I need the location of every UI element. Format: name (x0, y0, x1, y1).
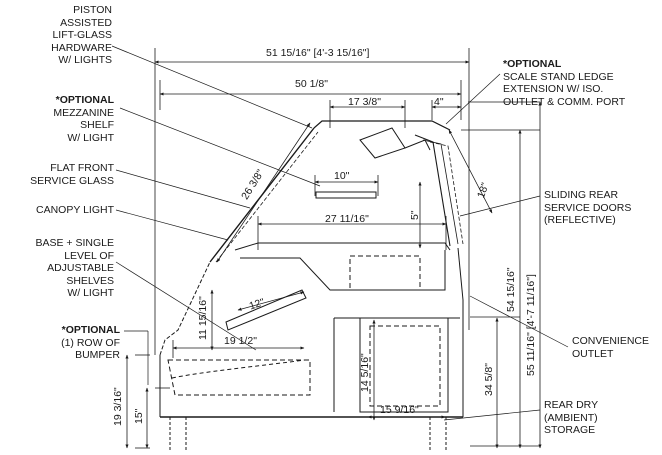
callout-line: STORAGE (544, 424, 596, 436)
callout-flat-front-glass: FLAT FRONT SERVICE GLASS (10, 162, 114, 187)
callout-title: *OPTIONAL (55, 94, 114, 106)
callout-line: SCALE STAND LEDGE (503, 70, 614, 83)
callout-line: W/ LIGHT (67, 131, 114, 144)
callout-line: LEVEL OF (64, 249, 114, 262)
dim-deck-27: 27 11/16" (325, 213, 369, 225)
dim-inner-width: 50 1/8" (295, 78, 328, 90)
callout-sliding-rear-doors: SLIDING REAR SERVICE DOORS (REFLECTIVE) (544, 189, 654, 227)
callout-base-shelves: BASE + SINGLE LEVEL OF ADJUSTABLE SHELVE… (20, 237, 115, 300)
dim-height-55: 55 11/16" [4'-7 11/16"] (525, 274, 537, 376)
callout-line: OUTLET (572, 347, 614, 360)
callout-line: LIFT-GLASS (52, 29, 112, 41)
callout-line: BASE + SINGLE (35, 237, 115, 249)
dim-storage-14: 14 5/16" (359, 353, 371, 392)
dim-mezz-5: 5" (409, 210, 421, 220)
callout-line: ADJUSTABLE (47, 262, 114, 274)
dim-height-34: 34 5/8" (483, 363, 495, 396)
dim-top-17: 17 3/8" (348, 96, 381, 108)
dim-height-19: 19 3/16" (112, 387, 124, 426)
dim-mezz-10: 10" (334, 170, 350, 182)
dim-height-54: 54 15/16" (505, 267, 517, 312)
callout-line: SLIDING REAR (544, 189, 619, 201)
callout-line: (1) ROW OF (61, 336, 120, 349)
callout-line: HARDWARE (51, 41, 112, 54)
callout-mezzanine-shelf: *OPTIONAL MEZZANINE SHELF W/ LIGHT (34, 94, 114, 144)
callout-line: FLAT FRONT (50, 162, 114, 174)
callout-line: ASSISTED (60, 16, 112, 29)
callout-piston-lift-glass: PISTON ASSISTED LIFT-GLASS HARDWARE W/ L… (46, 4, 112, 67)
callout-line: CONVENIENCE (572, 335, 650, 347)
callout-scale-stand-ledge: *OPTIONAL SCALE STAND LEDGE EXTENSION W/… (503, 58, 653, 108)
callout-title: *OPTIONAL (61, 324, 120, 336)
callout-bumper: *OPTIONAL (1) ROW OF BUMPER (20, 324, 120, 362)
callout-line: PISTON (73, 4, 112, 16)
callout-line: W/ LIGHTS (58, 54, 112, 66)
dim-overall-width: 51 15/16" [4'-3 15/16"] (266, 47, 370, 59)
dim-storage-15: 15 9/16" (380, 404, 419, 416)
callout-line: MEZZANINE (53, 106, 114, 119)
callout-line: EXTENSION W/ ISO. (503, 83, 604, 95)
callout-convenience-outlet: CONVENIENCE OUTLET (572, 335, 656, 360)
callout-rear-dry-storage: REAR DRY (AMBIENT) STORAGE (544, 399, 634, 437)
callout-line: W/ LIGHT (67, 287, 114, 299)
callout-line: REAR DRY (544, 399, 599, 411)
callout-canopy-light: CANOPY LIGHT (10, 204, 114, 217)
callout-title: *OPTIONAL (503, 58, 562, 70)
callout-line: SHELVES (66, 274, 114, 287)
callout-line: OUTLET & COMM. PORT (503, 95, 626, 108)
callout-line: (AMBIENT) (544, 411, 598, 424)
dim-shelf-19: 19 1/2" (224, 335, 257, 347)
callout-line: CANOPY LIGHT (36, 204, 114, 216)
dim-height-15: 15" (133, 408, 145, 424)
dim-shelf-11: 11 15/16" (197, 296, 209, 340)
callout-line: (REFLECTIVE) (544, 214, 616, 226)
callout-line: SERVICE DOORS (544, 201, 632, 214)
callout-line: BUMPER (75, 349, 120, 361)
callout-line: SERVICE GLASS (30, 174, 114, 187)
callout-line: SHELF (80, 119, 114, 131)
dim-top-4: 4" (434, 96, 444, 108)
